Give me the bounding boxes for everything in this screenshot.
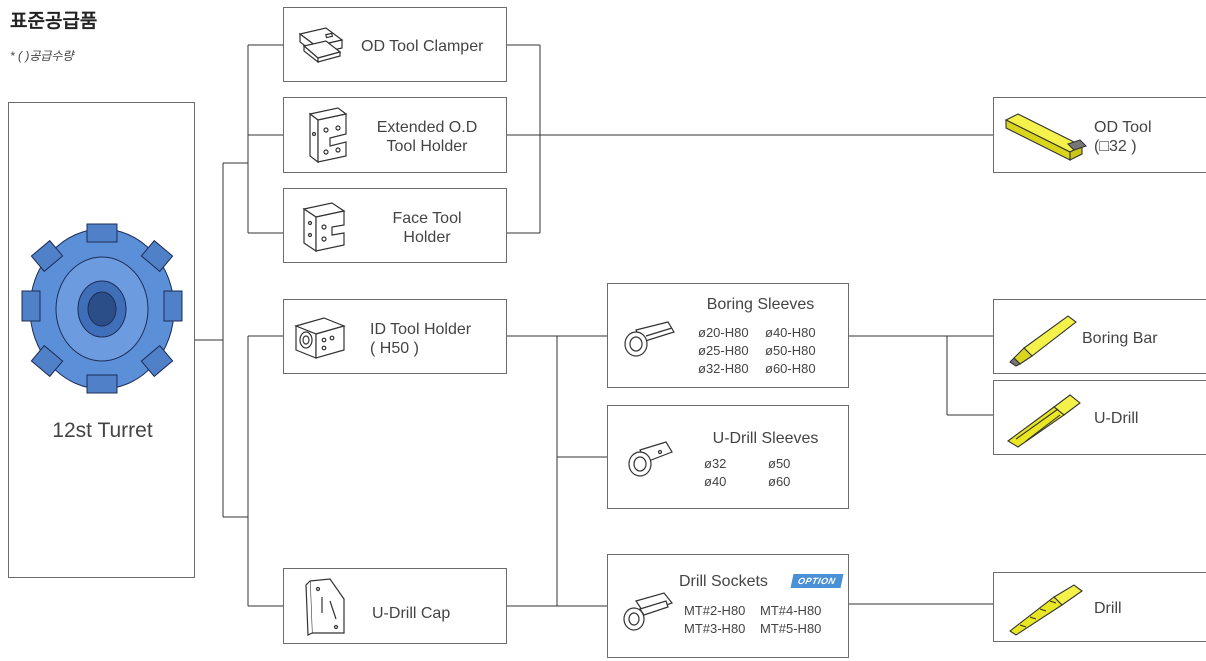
drill-sockets-title: Drill Sockets — [679, 573, 768, 590]
boring-spec-3: ø25-H80 — [698, 343, 749, 358]
od-tool-clamper-node: OD Tool Clamper — [283, 7, 507, 82]
clamper-icon — [298, 27, 344, 64]
extended-holder-line2: Tool Holder — [386, 138, 468, 155]
face-tool-holder-node: Face Tool Holder — [283, 188, 507, 263]
boring-bar-node: Boring Bar — [993, 299, 1206, 374]
boring-bar-icon — [1009, 315, 1077, 367]
extended-holder-label: Extended O.D Tool Holder — [354, 118, 500, 156]
face-holder-icon — [302, 202, 346, 253]
udrill-sleeve-icon — [628, 441, 673, 477]
udrill-spec-2: ø50 — [768, 456, 791, 471]
id-tool-holder-node: ID Tool Holder ( H50 ) — [283, 299, 507, 374]
socket-spec-3: MT#3-H80 — [684, 621, 746, 636]
face-holder-line2: Holder — [403, 229, 451, 246]
boring-sleeves-node: Boring Sleeves ø20-H80 ø40-H80 ø25-H80 ø… — [607, 283, 849, 388]
udrill-cap-node: U-Drill Cap — [283, 568, 507, 644]
turret-node: 12st Turret — [8, 102, 195, 578]
socket-spec-4: MT#5-H80 — [760, 621, 822, 636]
od-tool-clamper-label: OD Tool Clamper — [361, 38, 484, 55]
od-tool-line1: OD Tool — [1094, 119, 1152, 136]
udrill-spec-4: ø60 — [768, 474, 791, 489]
udrill-cap-icon — [305, 578, 345, 636]
face-holder-label: Face Tool Holder — [354, 209, 500, 247]
od-tool-icon — [1004, 113, 1088, 161]
id-holder-label: ID Tool Holder ( H50 ) — [350, 320, 500, 358]
drill-sockets-node: Drill Sockets OPTION MT#2-H80 MT#4-H80 M… — [607, 554, 849, 658]
udrill-label: U-Drill — [1094, 410, 1139, 427]
page-title: 표준공급품 — [10, 11, 98, 32]
udrill-sleeves-node: U-Drill Sleeves ø32 ø50 ø40 ø60 — [607, 405, 849, 509]
udrill-cap-label: U-Drill Cap — [372, 605, 451, 622]
drill-label: Drill — [1094, 600, 1122, 617]
option-badge: OPTION — [790, 574, 844, 588]
boring-bar-label: Boring Bar — [1082, 330, 1158, 347]
boring-sleeves-title: Boring Sleeves — [706, 296, 815, 313]
turret-label: 12st Turret — [52, 419, 153, 442]
drill-icon — [1009, 584, 1083, 636]
id-holder-icon — [294, 317, 346, 359]
udrill-sleeves-title: U-Drill Sleeves — [712, 430, 819, 447]
boring-spec-4: ø50-H80 — [765, 343, 816, 358]
od-tool-line2: (□32 ) — [1094, 138, 1137, 155]
boring-sleeve-icon — [624, 321, 675, 357]
extended-holder-line1: Extended O.D — [376, 119, 478, 136]
socket-spec-1: MT#2-H80 — [684, 603, 746, 618]
supply-note: * ( )공급수량 — [10, 49, 74, 63]
drill-node: Drill — [993, 572, 1206, 642]
id-holder-line1: ID Tool Holder — [370, 321, 472, 338]
turret-icon — [21, 223, 183, 394]
boring-spec-2: ø40-H80 — [765, 325, 816, 340]
udrill-icon — [1007, 394, 1081, 448]
boring-spec-5: ø32-H80 — [698, 361, 749, 376]
boring-spec-1: ø20-H80 — [698, 325, 749, 340]
id-holder-line2: ( H50 ) — [370, 340, 419, 357]
udrill-spec-1: ø32 — [704, 456, 727, 471]
socket-spec-2: MT#4-H80 — [760, 603, 822, 618]
udrill-spec-3: ø40 — [704, 474, 727, 489]
face-holder-line1: Face Tool — [392, 210, 462, 227]
extended-holder-icon — [308, 107, 348, 164]
udrill-node: U-Drill — [993, 380, 1206, 455]
od-tool-node: OD Tool (□32 ) — [993, 97, 1206, 173]
boring-spec-6: ø60-H80 — [765, 361, 816, 376]
extended-od-holder-node: Extended O.D Tool Holder — [283, 97, 507, 173]
drill-socket-icon — [623, 592, 673, 631]
od-tool-label: OD Tool (□32 ) — [1094, 118, 1184, 156]
